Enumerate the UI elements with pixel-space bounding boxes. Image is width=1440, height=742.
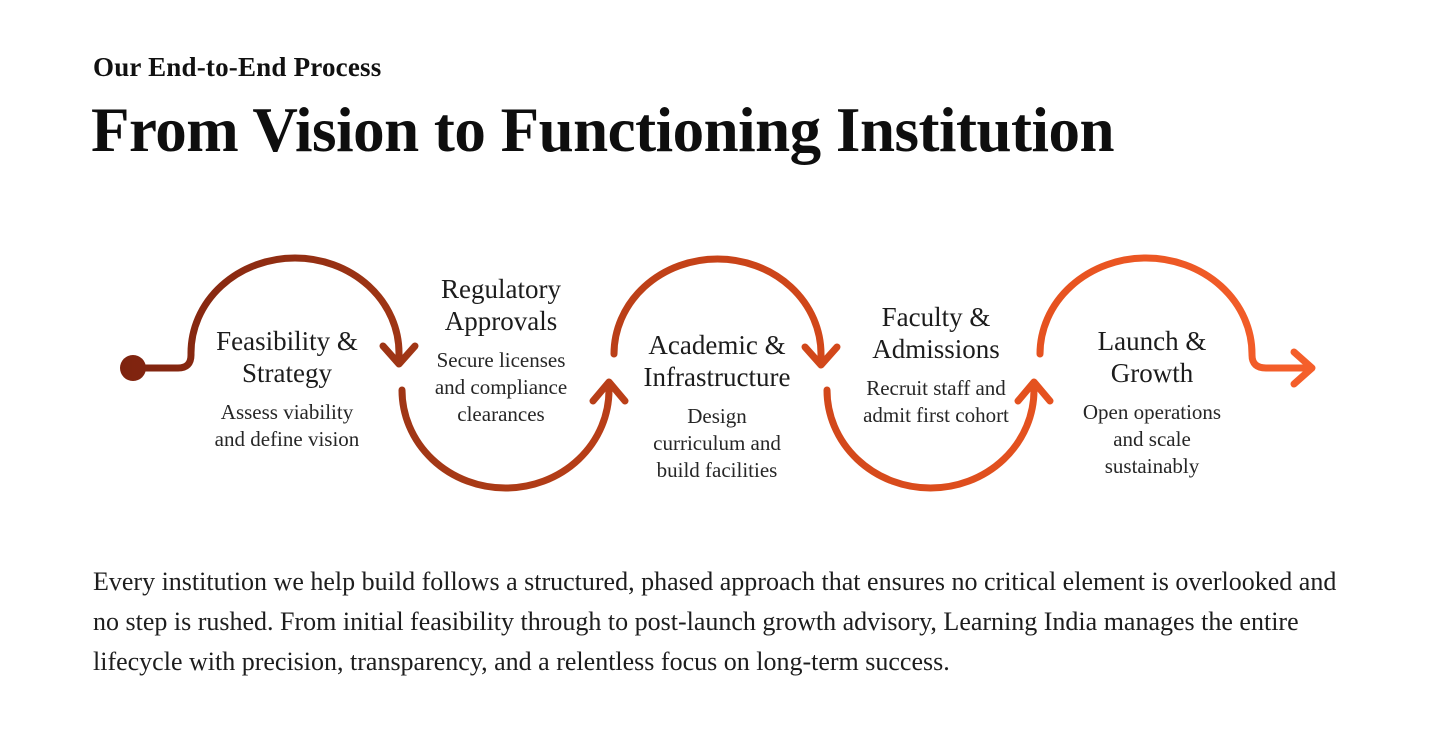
stage-title: Faculty & Admissions xyxy=(872,302,1000,364)
flow-segment-5 xyxy=(1036,254,1312,372)
stage-title: Academic & Infrastructure xyxy=(643,330,791,392)
page-title: From Vision to Functioning Institution xyxy=(91,95,1115,165)
summary-paragraph: Every institution we help build follows … xyxy=(93,567,1337,676)
flow-arrow-graphic xyxy=(120,254,1316,492)
arrowhead-down-2-icon xyxy=(801,343,841,369)
stage-description: Design curriculum and build facilities xyxy=(653,404,781,482)
stage-faculty-admissions: Faculty & Admissions Recruit staff and a… xyxy=(816,301,1056,429)
stage-title: Feasibility & Strategy xyxy=(216,326,358,388)
flow-segment-2 xyxy=(398,382,613,492)
arrowhead-up-1-icon xyxy=(589,378,629,405)
eyebrow: Our End-to-End Process xyxy=(93,52,382,82)
stage-description: Recruit staff and admit first cohort xyxy=(863,376,1009,427)
arrowhead-down-1-icon xyxy=(379,342,419,368)
flow-segment-3 xyxy=(610,255,825,365)
stage-feasibility-strategy: Feasibility & Strategy Assess viability … xyxy=(167,325,407,453)
stage-title: Launch & Growth xyxy=(1097,326,1207,388)
flow-segment-4 xyxy=(823,382,1038,492)
stage-description: Assess viability and define vision xyxy=(214,400,360,451)
arrowhead-right-icon xyxy=(1290,348,1316,388)
arrowhead-up-2-icon xyxy=(1014,378,1054,405)
stage-regulatory-approvals: Regulatory Approvals Secure licenses and… xyxy=(381,273,621,428)
stage-title: Regulatory Approvals xyxy=(441,274,561,336)
stage-academic-infrastructure: Academic & Infrastructure Design curricu… xyxy=(597,329,837,484)
flow-segment-1 xyxy=(129,254,403,372)
stage-description: Open operations and scale sustainably xyxy=(1082,400,1222,478)
process-diagram: Feasibility & Strategy Assess viability … xyxy=(0,230,1440,542)
stage-description: Secure licenses and compliance clearance… xyxy=(434,348,568,426)
stage-launch-growth: Launch & Growth Open operations and scal… xyxy=(1032,325,1272,480)
